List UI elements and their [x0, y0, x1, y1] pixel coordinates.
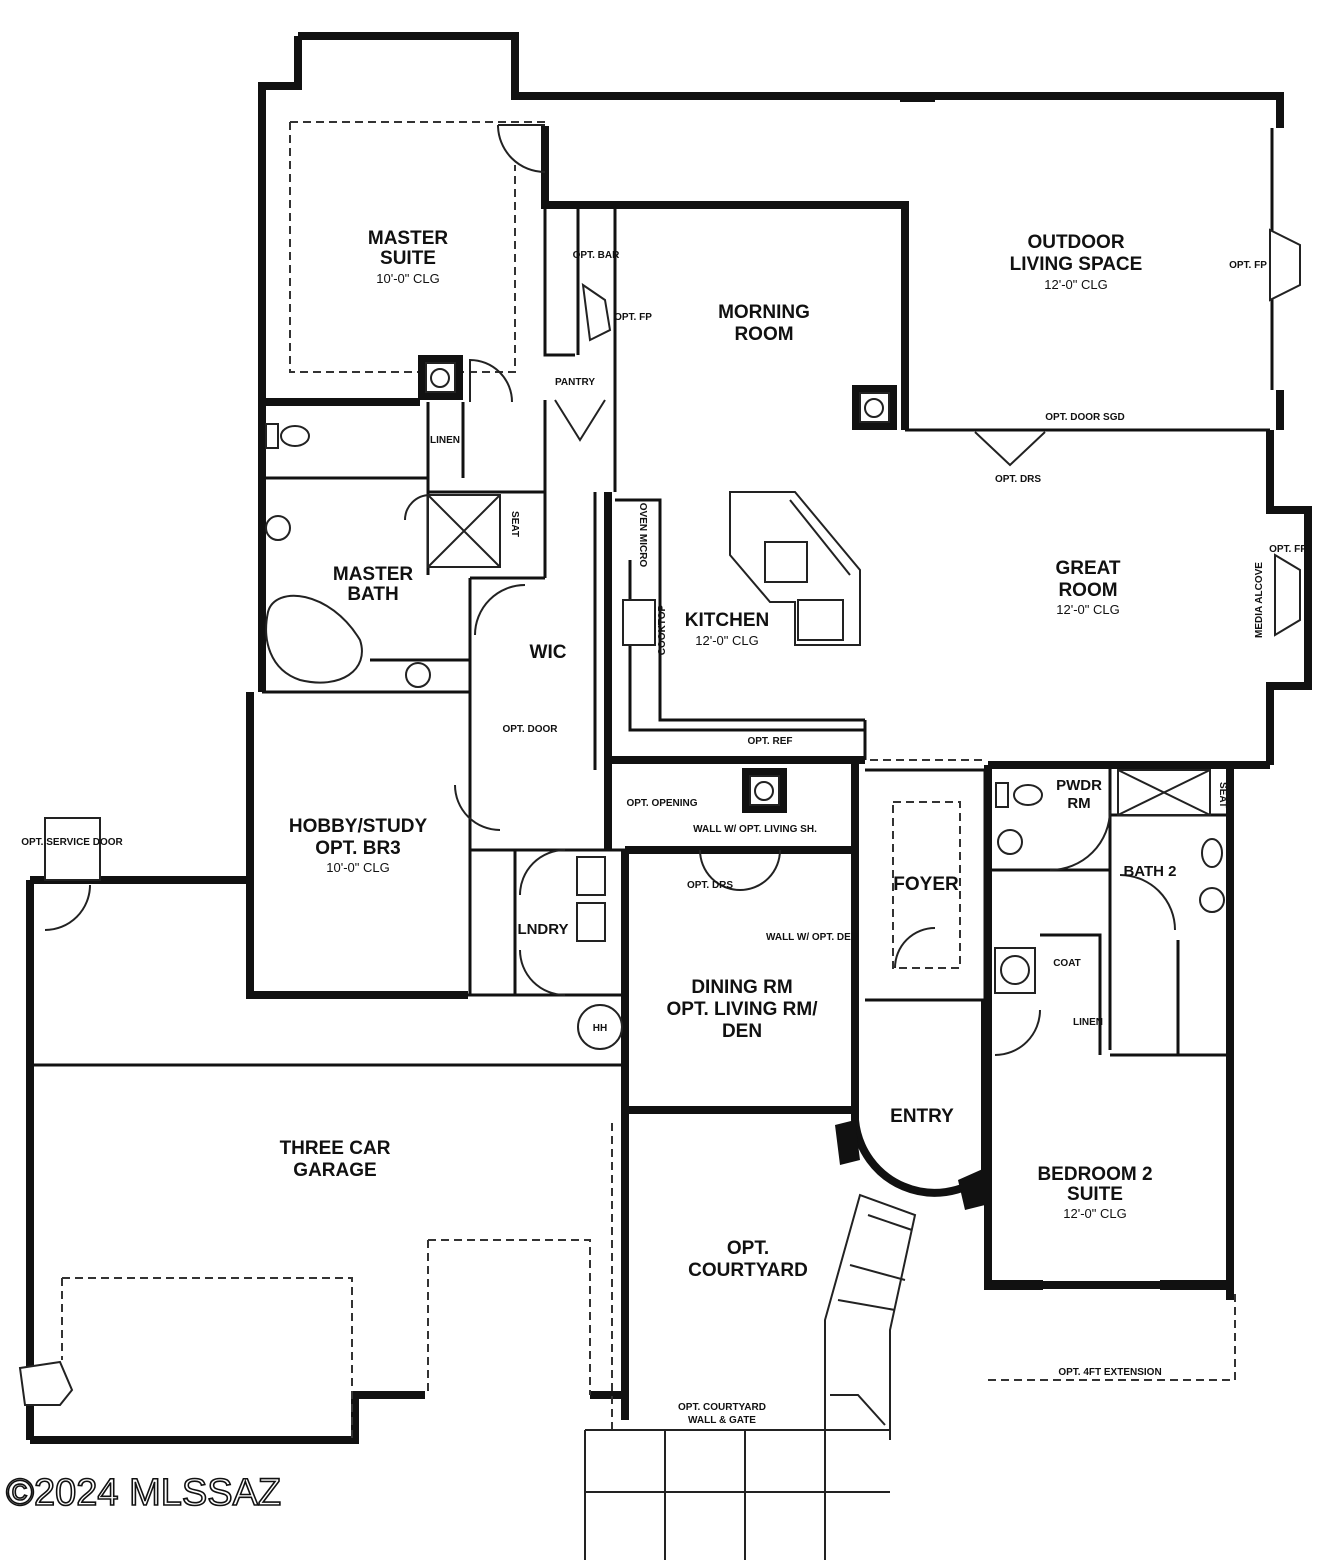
- room-outdoor-label-2: LIVING SPACE: [1010, 254, 1143, 275]
- room-master-suite-label-2: SUITE: [380, 248, 436, 269]
- room-wic-label: WIC: [530, 642, 567, 663]
- plan-notes: OPT. BAR OPT. FP OPT. FP OPT. FP MEDIA A…: [21, 250, 1307, 1426]
- room-master-suite-ceiling: 10'-0" CLG: [376, 271, 439, 286]
- room-bedroom2-label-2: SUITE: [1067, 1184, 1123, 1205]
- bathtub: [265, 594, 363, 684]
- room-bath2-label: BATH 2: [1123, 863, 1176, 880]
- room-master-suite-label: MASTER: [368, 228, 449, 249]
- note-linen-bath2: LINEN: [1073, 1017, 1103, 1028]
- door-swings: [44, 124, 1176, 1056]
- room-foyer-label: FOYER: [893, 874, 959, 895]
- note-opt-courtyard-wall: OPT. COURTYARD: [678, 1402, 766, 1413]
- room-master-bath-label: MASTER: [333, 564, 414, 585]
- room-master-bath-label-2: BATH: [347, 584, 398, 605]
- garage-fixture: [18, 1360, 74, 1406]
- room-hobby-ceiling: 10'-0" CLG: [326, 860, 389, 875]
- dishwasher: [764, 541, 808, 583]
- sink: [1199, 887, 1225, 913]
- room-powder-label: PWDR: [1056, 777, 1102, 794]
- room-laundry-label: LNDRY: [517, 921, 568, 938]
- room-powder-label-2: RM: [1067, 795, 1090, 812]
- room-morning-label-2: ROOM: [734, 324, 793, 345]
- room-morning-label: MORNING: [718, 302, 810, 323]
- room-great-ceiling: 12'-0" CLG: [1056, 602, 1119, 617]
- note-opt-service-door: OPT. SERVICE DOOR: [21, 837, 123, 848]
- note-media-alcove: MEDIA ALCOVE: [1254, 562, 1265, 638]
- room-outdoor-ceiling: 12'-0" CLG: [1044, 277, 1107, 292]
- fixtures: [18, 92, 1301, 1406]
- room-hobby-label-2: OPT. BR3: [315, 838, 401, 859]
- fireplace: [1274, 553, 1301, 637]
- note-hh: HH: [593, 1023, 607, 1034]
- toilet: [1201, 838, 1223, 868]
- sink: [997, 829, 1023, 855]
- note-linen-master: LINEN: [430, 435, 460, 446]
- range: [622, 599, 656, 646]
- room-labels: MASTER SUITE 10'-0" CLG OUTDOOR LIVING S…: [280, 228, 1177, 1281]
- toilet: [1013, 784, 1043, 806]
- room-great-label: GREAT: [1055, 558, 1120, 579]
- room-garage-label: THREE CAR: [280, 1138, 391, 1159]
- fireplace: [581, 282, 612, 342]
- note-opt-fp-great: OPT. FP: [1269, 544, 1307, 555]
- watermark: ©2024 MLSSAZ: [6, 1472, 281, 1514]
- sink: [265, 515, 291, 541]
- note-seat-master: SEAT: [509, 511, 520, 537]
- note-coat: COAT: [1053, 958, 1081, 969]
- room-courtyard-label: OPT.: [727, 1238, 769, 1259]
- note-opt-4ft-extension: OPT. 4FT EXTENSION: [1058, 1367, 1161, 1378]
- room-outdoor-label: OUTDOOR: [1027, 232, 1124, 253]
- fireplace: [1269, 228, 1301, 302]
- room-hobby-label: HOBBY/STUDY: [289, 816, 428, 837]
- room-kitchen-ceiling: 12'-0" CLG: [695, 633, 758, 648]
- note-opt-door-sgd: OPT. DOOR SGD: [1045, 412, 1124, 423]
- note-oven-micro: OVEN MICRO: [637, 503, 648, 568]
- note-opt-opening: OPT. OPENING: [626, 798, 697, 809]
- note-opt-bar: OPT. BAR: [573, 250, 620, 261]
- room-bedroom2-ceiling: 12'-0" CLG: [1063, 1206, 1126, 1221]
- room-dining-label-3: DEN: [722, 1021, 762, 1042]
- room-dining-label-2: OPT. LIVING RM/: [667, 999, 819, 1020]
- note-seat-bath2: SEAT: [1217, 782, 1228, 808]
- room-garage-label-2: GARAGE: [293, 1160, 376, 1181]
- toilet: [280, 425, 310, 447]
- room-entry-label: ENTRY: [890, 1106, 954, 1127]
- note-opt-ref: OPT. REF: [747, 736, 792, 747]
- room-kitchen-label: KITCHEN: [685, 610, 769, 631]
- note-opt-drs-great: OPT. DRS: [995, 474, 1041, 485]
- room-dining-label: DINING RM: [691, 977, 792, 998]
- room-pantry-label: PANTRY: [555, 377, 595, 388]
- washer: [576, 856, 606, 896]
- water-heater: [577, 1004, 623, 1050]
- note-cooktop: COOKTOP: [657, 604, 668, 655]
- note-wall-opt-den: WALL W/ OPT. DEN: [766, 932, 858, 943]
- service-door: [44, 817, 101, 881]
- note-opt-door-wic: OPT. DOOR: [502, 724, 558, 735]
- note-opt-drs-dining: OPT. DRS: [687, 880, 733, 891]
- note-opt-fp-morning: OPT. FP: [614, 312, 652, 323]
- dryer: [576, 902, 606, 942]
- note-wall-opt-living: WALL W/ OPT. LIVING SH.: [693, 824, 817, 835]
- room-bedroom2-label: BEDROOM 2: [1037, 1164, 1152, 1185]
- note-opt-fp-outdoor: OPT. FP: [1229, 260, 1267, 271]
- note-opt-courtyard-wall-2: WALL & GATE: [688, 1415, 756, 1426]
- room-courtyard-label-2: COURTYARD: [688, 1260, 808, 1281]
- sink: [405, 662, 431, 688]
- room-great-label-2: ROOM: [1058, 580, 1117, 601]
- kitchen-sink: [797, 599, 844, 641]
- walkway: [584, 1193, 917, 1560]
